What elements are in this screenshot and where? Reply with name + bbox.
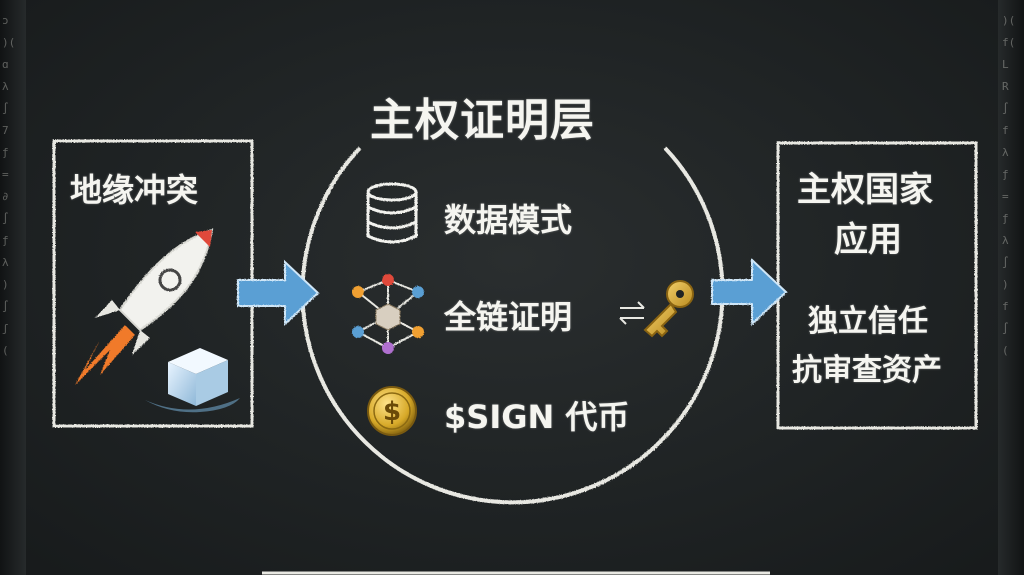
item-label-omnichain-attestation: 全链证明: [444, 292, 572, 338]
key-icon: [645, 281, 693, 336]
right-box-title-line1: 主权国家: [797, 162, 933, 211]
right-box-title-line2: 应用: [834, 212, 902, 261]
exchange-arrows-icon: [620, 302, 644, 324]
database-icon: [368, 184, 416, 242]
right-box-line2: 抗审查资产: [792, 345, 942, 389]
arrow-right-icon-left: [238, 262, 318, 324]
item-label-data-schema: 数据模式: [444, 195, 572, 241]
item-label-sign-token: $SIGN 代币: [444, 392, 629, 438]
network-cube-icon: [352, 274, 424, 354]
right-box-line1: 独立信任: [808, 296, 928, 340]
svg-text:$: $: [383, 397, 401, 427]
left-box-title: 地缘冲突: [70, 165, 198, 211]
dollar-coin-icon: $: [368, 387, 416, 435]
ice-cube-icon: [145, 348, 240, 412]
diagram-title: 主权证明层: [370, 84, 595, 148]
